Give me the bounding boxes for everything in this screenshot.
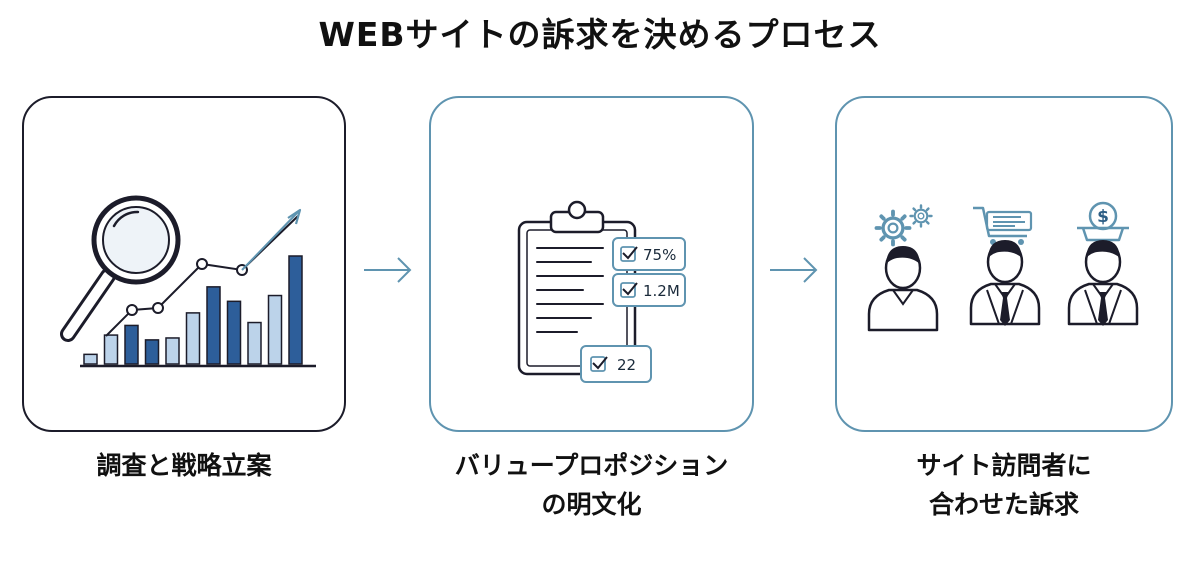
magnifier-growth-chart-icon — [60, 195, 316, 368]
page-title: WEBサイトの訴求を決めるプロセス — [318, 15, 882, 54]
trend-point — [126, 304, 138, 316]
persona-1 — [867, 204, 939, 332]
chart-bar — [185, 312, 201, 365]
chart-bar — [247, 321, 262, 365]
shopping-cart-icon — [973, 206, 1033, 245]
trend-point — [196, 258, 208, 270]
chart-bar — [206, 286, 221, 365]
trend-arrowhead — [287, 208, 302, 225]
step-2-card: 75% 1.2M 22 — [429, 96, 754, 432]
step-1-card — [22, 96, 346, 432]
necktie-icon — [1084, 289, 1122, 326]
chart-bar — [124, 324, 139, 365]
step-3-card: $ — [835, 96, 1173, 432]
step-2-label: バリュープロポジション の明文化 — [415, 446, 768, 524]
chart-bar — [226, 300, 242, 365]
chart-bar — [267, 294, 283, 365]
badge-value: 1.2M — [643, 282, 680, 300]
arrow-right-icon — [770, 257, 818, 283]
badge-1-2m: 1.2M — [612, 273, 686, 307]
three-personas-icon: $ — [867, 201, 1139, 332]
svg-text:$: $ — [1097, 207, 1109, 227]
step-2-label-line: バリュープロポジション — [454, 451, 729, 480]
badge-value: 22 — [617, 356, 636, 374]
check-icon — [622, 282, 638, 296]
check-icon — [622, 246, 638, 260]
step-3-label: サイト訪問者に 合わせた訴求 — [835, 446, 1173, 524]
document-lines — [536, 247, 604, 333]
badge-75: 75% — [612, 237, 686, 271]
chart-bar — [83, 353, 98, 365]
chart-bar — [288, 255, 303, 365]
persona-2 — [969, 206, 1041, 326]
gears-icon — [874, 204, 933, 247]
persona-3: $ — [1067, 201, 1139, 326]
step-1-label: 調査と戦略立案 — [22, 446, 346, 485]
step-3-label-line: サイト訪問者に — [916, 451, 1092, 480]
magnifier-icon — [60, 195, 181, 342]
trend-point — [152, 302, 164, 314]
necktie-icon — [986, 289, 1024, 326]
chart-bar — [165, 337, 180, 365]
step-2-label-line: の明文化 — [541, 490, 642, 519]
clipboard-checklist-icon: 75% 1.2M 22 — [517, 200, 686, 383]
arrow-right-icon — [364, 257, 412, 283]
trend-line-up — [241, 211, 299, 271]
check-icon — [592, 356, 608, 370]
badge-22: 22 — [580, 345, 652, 383]
dollar-coin-icon: $ — [1077, 201, 1129, 242]
chart-bar — [103, 334, 119, 365]
trend-points — [126, 258, 248, 316]
step-3-label-line: 合わせた訴求 — [928, 490, 1079, 519]
person-icon — [867, 244, 939, 332]
chart-bar — [144, 339, 160, 365]
step-1-label-line: 調査と戦略立案 — [96, 451, 272, 480]
badge-value: 75% — [643, 246, 676, 264]
bar-chart — [83, 255, 303, 365]
